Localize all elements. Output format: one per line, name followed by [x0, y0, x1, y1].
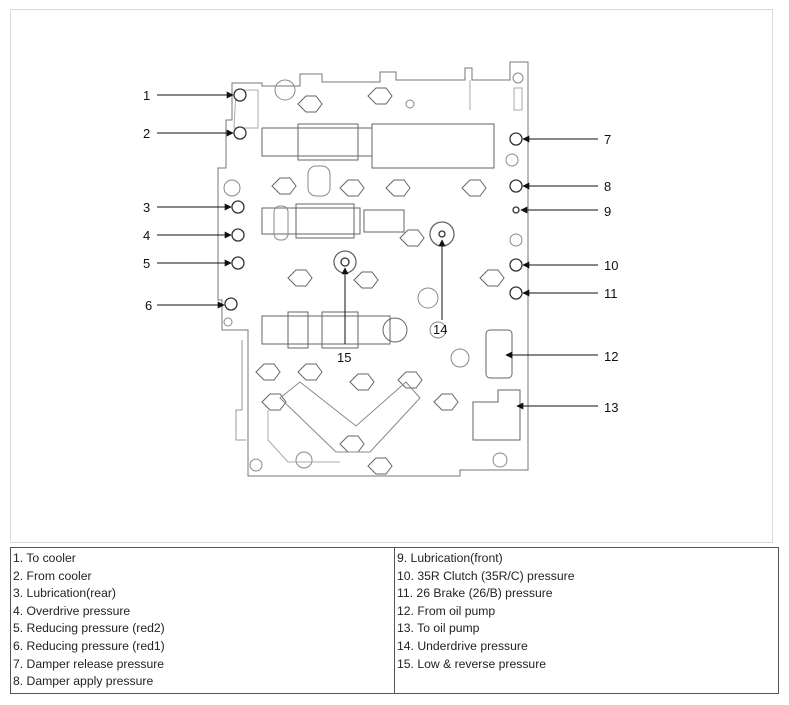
callout-13: 13 [604, 400, 618, 415]
callout-1: 1 [143, 88, 150, 103]
callout-12: 12 [604, 349, 618, 364]
legend-item: 2. From cooler [13, 568, 92, 583]
spool-bores [261, 123, 521, 441]
callout-14: 14 [433, 322, 447, 337]
legend-item: 12. From oil pump [397, 603, 496, 618]
legend-item: 13. To oil pump [397, 621, 480, 636]
legend-column-left: 1. To cooler 2. From cooler 3. Lubricati… [11, 548, 395, 693]
callout-15: 15 [337, 350, 351, 365]
legend-item: 8. Damper apply pressure [13, 674, 154, 689]
callout-8: 8 [604, 179, 611, 194]
bolt-heads [255, 87, 505, 475]
callout-4: 4 [143, 228, 150, 243]
legend-item: 14. Underdrive pressure [397, 638, 528, 653]
legend-column-right: 9. Lubrication(front) 10. 35R Clutch (35… [395, 548, 778, 693]
legend-item: 6. Reducing pressure (red1) [13, 638, 165, 653]
valve-body-outline [217, 61, 529, 477]
leader-lines [157, 91, 598, 410]
callout-10: 10 [604, 258, 618, 273]
callout-9: 9 [604, 204, 611, 219]
legend-item: 7. Damper release pressure [13, 656, 165, 671]
legend-item: 9. Lubrication(front) [397, 551, 503, 565]
legend-table: 1. To cooler 2. From cooler 3. Lubricati… [10, 547, 779, 694]
legend-item: 1. To cooler [13, 551, 76, 565]
body-features [223, 72, 524, 472]
callout-3: 3 [143, 200, 150, 215]
legend-item: 3. Lubrication(rear) [13, 586, 116, 601]
legend-item: 5. Reducing pressure (red2) [13, 621, 165, 636]
legend-item: 4. Overdrive pressure [13, 603, 131, 618]
callout-2: 2 [143, 126, 150, 141]
figure-frame [10, 9, 773, 543]
callout-5: 5 [143, 256, 150, 271]
port-circles [224, 88, 523, 311]
callout-labels: 1 2 3 4 5 6 7 8 9 10 11 12 13 14 15 [143, 88, 618, 415]
callout-7: 7 [604, 132, 611, 147]
legend-item: 10. 35R Clutch (35R/C) pressure [397, 568, 575, 583]
valve-body-diagram: 1 2 3 4 5 6 7 8 9 10 11 12 13 14 15 [143, 61, 618, 477]
callout-11: 11 [604, 286, 618, 301]
callout-6: 6 [145, 298, 152, 313]
legend-item: 15. Low & reverse pressure [397, 656, 547, 671]
legend-item: 11. 26 Brake (26/B) pressure [397, 586, 553, 601]
